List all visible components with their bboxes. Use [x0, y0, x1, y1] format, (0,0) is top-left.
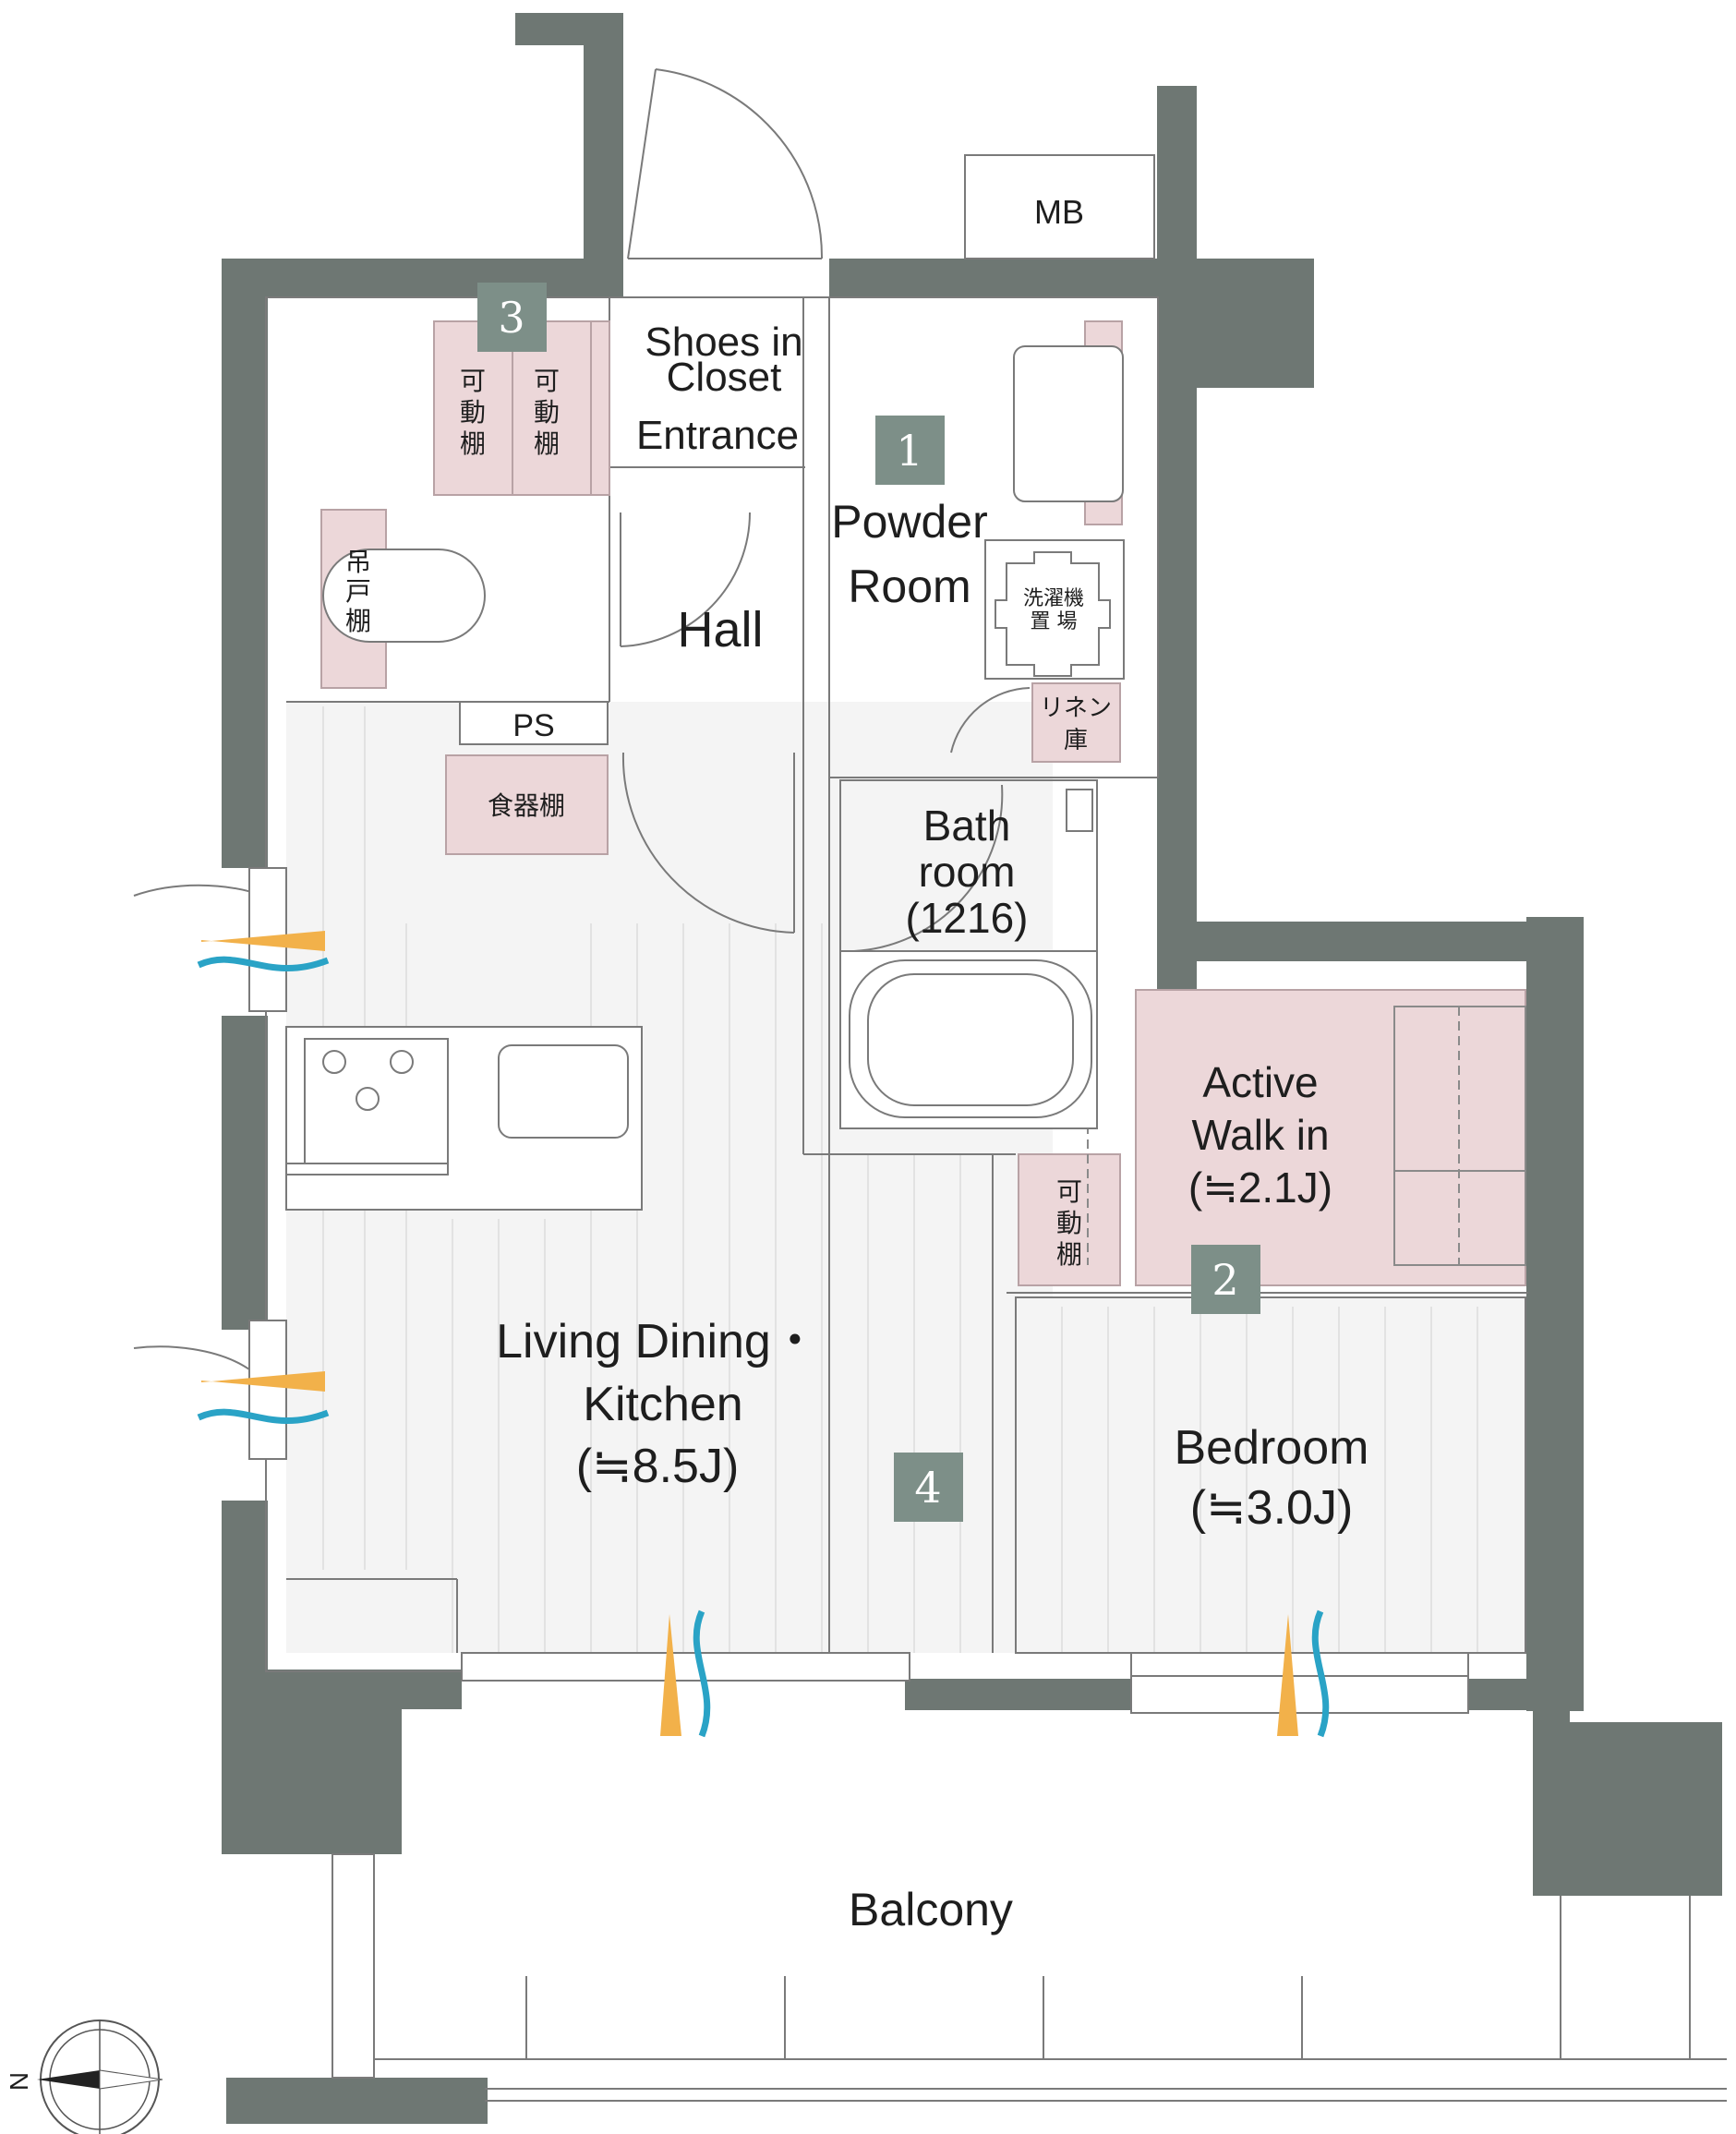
bath-label-1: Bath	[923, 802, 1011, 850]
badge-2	[1191, 1245, 1260, 1314]
ventilation-markers	[197, 931, 1330, 1738]
ps-label: PS	[512, 708, 554, 743]
windows	[248, 154, 1469, 1714]
shoes-closet-label-2: Closet	[667, 355, 782, 400]
svg-text:棚: 棚	[460, 428, 486, 459]
shelf-label-right: 可 動 棚	[534, 366, 560, 459]
mb-label: MB	[1034, 193, 1084, 231]
entrance-label: Entrance	[636, 413, 799, 458]
linen-label-2: 庫	[1064, 727, 1088, 754]
ldk-label-2: Kitchen	[583, 1378, 742, 1431]
ps-box	[459, 701, 609, 745]
svg-text:吊: 吊	[345, 547, 371, 577]
washer-label-1: 洗濯機	[1023, 587, 1084, 610]
bedroom-size-label: (≒3.0J)	[1190, 1481, 1354, 1535]
linen-label-1: リネン	[1040, 694, 1112, 722]
svg-text:戸: 戸	[345, 576, 371, 607]
toilet	[322, 549, 486, 643]
badge-4	[894, 1453, 963, 1522]
dish-cabinet	[445, 754, 609, 855]
bath-size-label: (1216)	[906, 894, 1029, 942]
badge-4-label: 4	[914, 1463, 941, 1513]
badge-2-label: 2	[1212, 1255, 1238, 1305]
dish-cabinet-label: 食器棚	[488, 790, 565, 821]
badges	[477, 283, 1260, 1522]
balcony-label: Balcony	[849, 1884, 1013, 1935]
walkin-size-label: (≒2.1J)	[1188, 1163, 1332, 1212]
badge-1	[875, 416, 945, 485]
badge-3	[477, 283, 547, 352]
walkin-shelf	[1018, 1153, 1121, 1286]
svg-text:可: 可	[1056, 1176, 1082, 1207]
hall-label: Hall	[677, 602, 763, 657]
shoes-closet-label-1: Shoes in	[645, 319, 802, 365]
walls	[222, 13, 1722, 2124]
svg-text:可: 可	[460, 366, 486, 396]
badge-3-label: 3	[498, 293, 524, 343]
balcony-railing	[332, 1853, 1727, 2102]
shoe-closet-shelf-end	[590, 320, 610, 496]
ldk-label-1: Living Dining・	[496, 1315, 819, 1368]
sink	[498, 1044, 629, 1139]
bedroom-floor	[1016, 1297, 1525, 1653]
walkin-rails	[1087, 1006, 1526, 1266]
linen-storage	[1031, 682, 1121, 763]
svg-text:棚: 棚	[534, 428, 560, 459]
stove-burners	[322, 1050, 414, 1111]
compass-north-label: N	[5, 2072, 33, 2091]
bedroom-label: Bedroom	[1175, 1421, 1369, 1475]
compass	[37, 2019, 163, 2134]
svg-text:動: 動	[1056, 1208, 1082, 1238]
svg-text:棚: 棚	[345, 606, 371, 636]
ldk-size-label: (≒8.5J)	[576, 1440, 740, 1493]
svg-text:可: 可	[534, 366, 560, 396]
washer-label-2: 置 場	[1031, 610, 1078, 633]
stove	[304, 1038, 449, 1164]
walkin-label-2: Walk in	[1191, 1111, 1329, 1159]
svg-text:動: 動	[534, 397, 560, 428]
badge-1-label: 1	[896, 426, 922, 476]
washbasin	[1013, 345, 1124, 502]
powder-room-label-1: Powder	[831, 496, 988, 548]
powder-room-label-2: Room	[848, 561, 970, 612]
walkin-shelf-label: 可 動 棚	[1056, 1176, 1082, 1270]
fixtures	[285, 345, 1125, 1211]
walkin-label-1: Active	[1202, 1058, 1318, 1106]
hanging-cabinet-label: 吊 戸 棚	[345, 547, 371, 636]
svg-text:棚: 棚	[1056, 1239, 1082, 1270]
svg-text:動: 動	[460, 397, 486, 428]
shelf-label-left: 可 動 棚	[460, 366, 486, 459]
bath-label-2: room	[919, 848, 1016, 896]
